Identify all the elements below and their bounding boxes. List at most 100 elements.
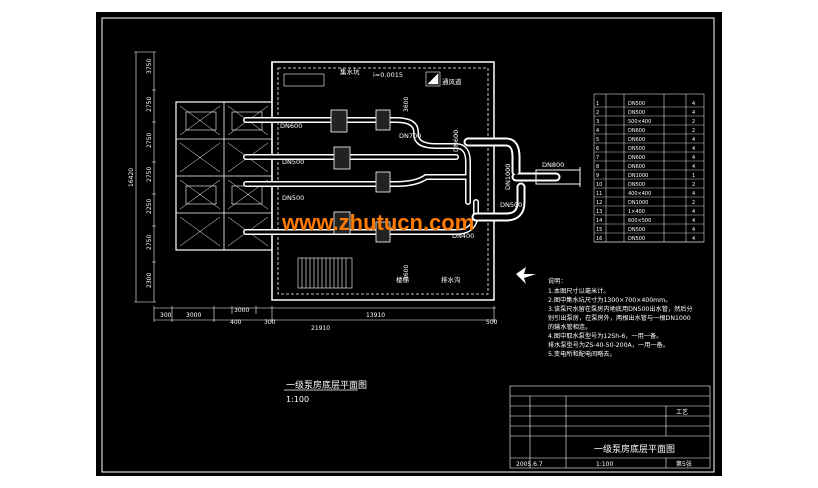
table-cell: 400×400 [628, 191, 651, 197]
note-line-2: 2.图中集水坑尺寸为1300×700×400mm。 [548, 296, 671, 304]
label-sump: 集水坑 [340, 67, 360, 76]
table-cell: 9 [596, 173, 599, 179]
table-cell: 600×500 [628, 218, 651, 224]
table-cell: 500×400 [628, 119, 651, 125]
dim-bottom-3000b: 3000 [234, 307, 249, 314]
dim-left-4: 2750 [146, 167, 153, 182]
dim-bottom-3000a: 3000 [186, 312, 201, 319]
dim-bottom-500: 500 [486, 319, 498, 326]
title-block-discipline: 工艺 [676, 408, 688, 416]
note-line-8: 5.变电所和配电间略去。 [548, 350, 616, 358]
label-vent: 通风道 [442, 77, 462, 86]
note-line-5: 的输水管相连。 [548, 323, 591, 331]
table-cell: 4 [692, 146, 695, 152]
table-cell: DN500 [628, 110, 645, 116]
table-cell: 2 [692, 182, 695, 188]
table-cell: DN600 [628, 164, 645, 170]
dim-total-height: 16420 [128, 168, 135, 187]
table-cell: 4 [692, 236, 695, 242]
sheet-border [101, 17, 715, 473]
table-cell: DN600 [628, 155, 645, 161]
table-cell: 7 [596, 155, 599, 161]
label-drain: 排水沟 [441, 275, 461, 284]
note-line-3: 3.该泵尺水留在泵房内地底用DN500出水管，然后分 [548, 305, 693, 313]
table-cell: 6 [596, 146, 599, 152]
label-pipe-dn800: DN800 [542, 161, 564, 169]
dim-bottom-300a: 300 [160, 312, 172, 319]
table-cell: 4 [692, 110, 695, 116]
table-cell: DN600 [628, 128, 645, 134]
caption-scale: 1:100 [286, 395, 309, 404]
table-cell: 4 [692, 101, 695, 107]
dim-left-3: 2750 [146, 133, 153, 148]
stair [297, 257, 353, 289]
title-block-sheet: 第5张 [676, 460, 692, 468]
dim-total-width: 21910 [311, 325, 330, 332]
note-line-4: 别引出泵房，在泵房外，两根出水管与一根DN1000 [548, 314, 691, 322]
dim-bottom-300b: 300 [264, 319, 276, 326]
label-slope: i=0.0015 [373, 71, 403, 79]
note-line-6: 4.图中取水泵型号为12Sh-6，一用一备。 [548, 332, 662, 340]
label-pipe-dn500-b: DN500 [282, 194, 304, 202]
table-cell: 14 [596, 218, 602, 224]
table-cell: 1 [596, 101, 599, 107]
label-pipe-dn600-top: DN600 [452, 130, 460, 152]
table-cell: 4 [692, 164, 695, 170]
dim-3600-a: 3600 [403, 97, 410, 112]
table-cell: 16 [596, 236, 602, 242]
intake-well-grid [175, 101, 273, 251]
table-cell: 11 [596, 191, 602, 197]
notes-heading: 说明： [548, 277, 567, 285]
table-cell: 4 [596, 128, 599, 134]
title-block [509, 385, 711, 469]
main-outlet-pipe [535, 167, 581, 187]
label-pipe-dn400: DN400 [452, 232, 474, 240]
table-cell: 10 [596, 182, 602, 188]
label-pipe-dn700: DN700 [399, 132, 421, 140]
table-cell: 4 [692, 191, 695, 197]
note-line-1: 1.本图尺寸以毫米计。 [548, 287, 610, 295]
table-cell: DN500 [628, 101, 645, 107]
pump-units [330, 109, 391, 243]
dim-left-5: 2250 [146, 199, 153, 214]
label-pipe-dn500-a: DN500 [282, 158, 304, 166]
north-arrow-icon [516, 267, 536, 284]
table-cell: DN1000 [628, 173, 648, 179]
label-pipe-dn1000: DN1000 [504, 164, 512, 190]
label-stair: 楼梯 [396, 275, 410, 284]
table-cell: DN500 [628, 227, 645, 233]
table-cell: 5 [596, 137, 599, 143]
title-block-title: 一级泵房底层平面图 [594, 443, 675, 455]
table-cell: DN600 [628, 137, 645, 143]
note-line-7: 排水泵型号为ZS-40-50-200A，一用一备。 [548, 341, 669, 349]
label-pipe-dn600-left: DN600 [280, 122, 302, 130]
table-cell: 2 [692, 200, 695, 206]
table-cell: 3 [596, 119, 599, 125]
dim-left-6: 2750 [146, 235, 153, 250]
table-cell: 2 [692, 119, 695, 125]
dim-bottom-400: 400 [230, 319, 242, 326]
table-cell: 8 [596, 164, 599, 170]
floor-plan-drawing: 集水坑 i=0.0015 通风道 楼梯 排水沟 DN600 DN700 DN50… [101, 17, 715, 473]
sump-pit [283, 71, 441, 87]
table-cell: 4 [692, 227, 695, 233]
table-cell: DN1000 [628, 200, 648, 206]
table-cell: DN500 [628, 182, 645, 188]
suction-pipes-inner [244, 118, 478, 234]
drawing-caption: 一级泵房底层平面图 1:100 [284, 379, 367, 404]
table-cell: 2 [596, 110, 599, 116]
table-cell: 15 [596, 227, 602, 233]
dim-left-1: 3750 [146, 59, 153, 74]
dim-left-7: 2300 [146, 273, 153, 288]
dim-left-2: 2750 [146, 97, 153, 112]
dimension-lines [134, 51, 496, 322]
title-block-scale: 1:100 [596, 461, 613, 468]
dim-bottom-13910: 13910 [366, 312, 385, 319]
table-cell: 4 [692, 155, 695, 161]
table-cell: 4 [692, 218, 695, 224]
table-cell: 1 [692, 173, 695, 179]
table-cell: 2 [692, 128, 695, 134]
table-cell: 1×400 [628, 209, 645, 215]
label-pipe-dn500-c: DN500 [500, 201, 522, 209]
